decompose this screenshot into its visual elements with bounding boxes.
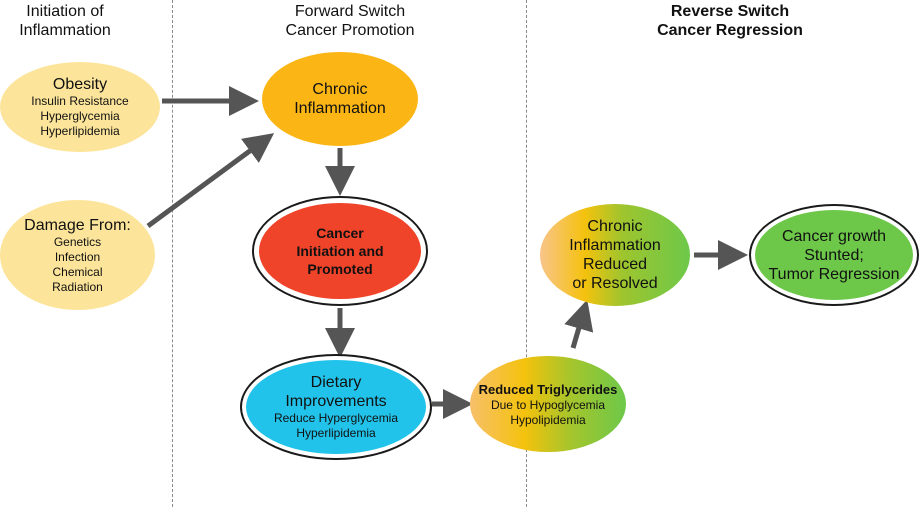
dietary-line-2: Hyperlipidemia bbox=[296, 426, 376, 440]
cancer-initiation-line-1: Cancer bbox=[316, 225, 364, 241]
chronic-inflammation-line-1: Chronic bbox=[312, 81, 368, 98]
obesity-node: Obesity Insulin Resistance Hyperglycemia… bbox=[0, 62, 160, 152]
inflammation-reduced-line-3: Reduced bbox=[582, 256, 648, 273]
tumor-regression-node: Cancer growth Stunted; Tumor Regression bbox=[755, 210, 913, 300]
damage-line-2: Infection bbox=[54, 249, 101, 264]
header-forward-line-2: Cancer Promotion bbox=[285, 22, 415, 39]
inflammation-reduced-line-2: Inflammation bbox=[569, 237, 661, 254]
damage-line-1: Genetics bbox=[53, 234, 102, 249]
inflammation-reduced-line-4: or Resolved bbox=[572, 275, 658, 292]
reduced-triglycerides-title: Reduced Triglycerides bbox=[478, 381, 618, 397]
obesity-line-3: Hyperlipidemia bbox=[40, 124, 120, 138]
header-reverse-line-1: Reverse Switch bbox=[670, 3, 790, 20]
obesity-line-1: Insulin Resistance bbox=[31, 94, 129, 108]
chronic-inflammation-node: Chronic Inflammation bbox=[262, 52, 418, 146]
dietary-line-1: Reduce Hyperglycemia bbox=[273, 411, 399, 425]
obesity-title: Obesity bbox=[52, 76, 108, 93]
reduced-triglycerides-line-2: Hypolipidemia bbox=[510, 412, 586, 427]
damage-line-3: Chemical bbox=[52, 264, 103, 279]
dietary-node: Dietary Improvements Reduce Hyperglycemi… bbox=[246, 360, 426, 454]
header-initiation: Initiation of Inflammation bbox=[0, 2, 130, 40]
header-reverse-line-2: Cancer Regression bbox=[657, 22, 803, 39]
cancer-initiation-line-2: Initiation and bbox=[296, 243, 384, 259]
damage-node: Damage From: Genetics Infection Chemical… bbox=[0, 200, 155, 310]
arrow-triglycerides-to-reduced bbox=[564, 299, 594, 349]
divider-left bbox=[172, 0, 173, 507]
dietary-title-line-1: Dietary bbox=[310, 374, 362, 391]
divider-right bbox=[526, 0, 527, 507]
reduced-triglycerides-line-1: Due to Hypoglycemia bbox=[490, 397, 606, 412]
tumor-regression-line-2: Stunted; bbox=[804, 246, 864, 264]
reduced-triglycerides-node: Reduced Triglycerides Due to Hypoglycemi… bbox=[470, 356, 626, 452]
header-reverse-switch: Reverse Switch Cancer Regression bbox=[640, 2, 820, 40]
header-initiation-line-2: Inflammation bbox=[19, 22, 111, 39]
inflammation-reduced-node: Chronic Inflammation Reduced or Resolved bbox=[540, 204, 690, 306]
inflammation-reduced-line-1: Chronic bbox=[587, 218, 643, 235]
arrow-damage-to-chronic bbox=[146, 133, 275, 229]
cancer-initiation-line-3: Promoted bbox=[307, 261, 373, 277]
damage-line-4: Radiation bbox=[52, 279, 103, 294]
dietary-title-line-2: Improvements bbox=[285, 393, 387, 410]
tumor-regression-line-1: Cancer growth bbox=[781, 227, 887, 245]
chronic-inflammation-line-2: Inflammation bbox=[294, 100, 386, 117]
damage-title: Damage From: bbox=[24, 216, 131, 234]
obesity-line-2: Hyperglycemia bbox=[40, 109, 120, 123]
header-forward-switch: Forward Switch Cancer Promotion bbox=[265, 2, 435, 40]
cancer-initiation-node: Cancer Initiation and Promoted bbox=[259, 203, 421, 299]
header-initiation-line-1: Initiation of bbox=[26, 3, 104, 20]
tumor-regression-line-3: Tumor Regression bbox=[768, 265, 900, 283]
header-forward-line-1: Forward Switch bbox=[294, 3, 406, 20]
